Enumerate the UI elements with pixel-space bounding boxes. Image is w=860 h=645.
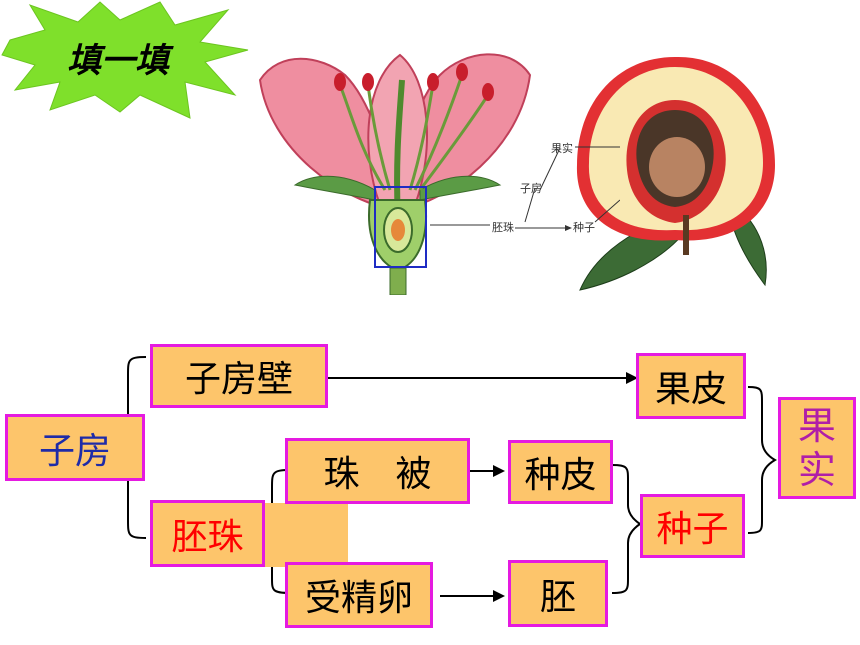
starburst-badge: 填一填 (1, 1, 249, 119)
label-ovary-small: 子房 (520, 182, 542, 195)
box-integument-text: 珠 被 (323, 454, 432, 495)
label-ovule-small: 胚珠 (492, 221, 514, 234)
box-seed-text: 种子 (656, 509, 729, 550)
badge-text: 填一填 (67, 41, 174, 81)
box-ovary-text: 子房 (38, 430, 111, 472)
flower-illustration (258, 53, 532, 295)
fruit-illustration (576, 56, 775, 291)
box-ovule: 胚珠 (150, 500, 265, 567)
box-pericarp: 果皮 (636, 353, 746, 419)
box-fertilized-egg: 受精卵 (285, 562, 433, 628)
box-pericarp-text: 果皮 (654, 369, 727, 410)
box-embryo-text: 胚 (539, 576, 576, 618)
box-seed-coat-text: 种皮 (524, 455, 597, 496)
label-fruit-small: 果实 (551, 142, 573, 155)
box-fruit: 果 实 (778, 397, 856, 499)
box-fertilized-egg-text: 受精卵 (304, 578, 413, 619)
figure-annotations (430, 146, 620, 231)
label-seed-small: 种子 (573, 221, 595, 234)
box-fruit-text-2: 实 (797, 448, 836, 492)
box-ovule-text: 胚珠 (171, 516, 244, 558)
box-seed-coat: 种皮 (508, 440, 613, 504)
box-seed: 种子 (640, 494, 745, 558)
box-ovary-wall: 子房壁 (150, 344, 328, 408)
box-ovary-wall-text: 子房壁 (184, 359, 293, 400)
box-ovary: 子房 (5, 414, 145, 481)
box-embryo: 胚 (508, 560, 608, 627)
box-fruit-text-1: 果 (797, 404, 836, 448)
box-ovule-extension (262, 503, 348, 567)
box-integument: 珠 被 (285, 438, 470, 504)
